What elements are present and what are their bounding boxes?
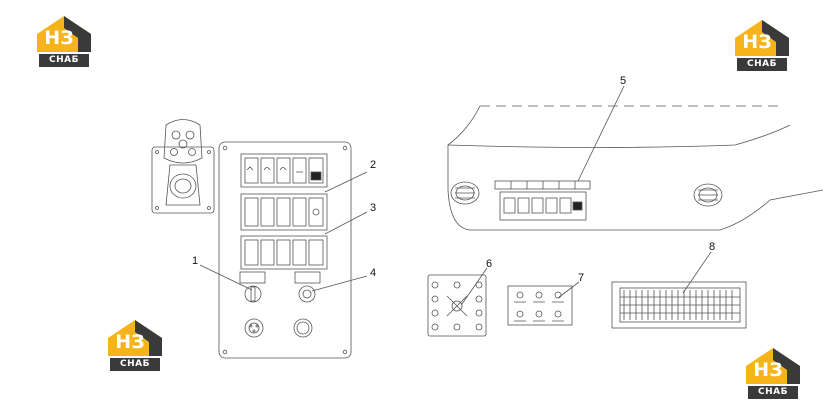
- logo-word: СНАБ: [747, 59, 777, 69]
- callout-5: 5: [620, 75, 626, 87]
- leader-line-2: [324, 171, 368, 193]
- logo-letters: НЗ: [742, 31, 772, 53]
- logo-top-left: НЗ СНАБ: [33, 14, 95, 72]
- logo-word: СНАБ: [120, 359, 150, 369]
- leader-line-3: [324, 211, 368, 235]
- callout-7: 7: [578, 272, 584, 284]
- joystick: [151, 119, 215, 214]
- leader-line-7: [557, 281, 580, 299]
- callout-4: 4: [370, 267, 376, 279]
- logo-word: СНАБ: [758, 387, 788, 397]
- leader-line-4: [311, 275, 368, 292]
- logo-letters: НЗ: [44, 27, 74, 49]
- dashboard: [447, 105, 823, 231]
- callout-3: 3: [370, 202, 376, 214]
- leader-line-1: [199, 264, 253, 291]
- logo-top-right: НЗ СНАБ: [731, 18, 793, 76]
- house-logo-icon: [735, 20, 789, 71]
- logo-bottom-left: НЗ СНАБ: [104, 318, 166, 376]
- house-logo-icon: [37, 16, 91, 67]
- callout-2: 2: [370, 159, 376, 171]
- leader-line-6: [461, 267, 488, 305]
- grille: [611, 281, 747, 329]
- callout-6: 6: [486, 258, 492, 270]
- house-logo-icon: [108, 320, 162, 371]
- logo-letters: НЗ: [115, 331, 145, 353]
- leader-line-8: [682, 251, 712, 294]
- house-logo-icon: [746, 348, 800, 399]
- leader-line-5: [577, 85, 625, 182]
- callout-8: 8: [709, 241, 715, 253]
- control-panel: [218, 141, 352, 359]
- logo-letters: НЗ: [753, 359, 783, 381]
- logo-word: СНАБ: [49, 55, 79, 65]
- callout-1: 1: [192, 255, 198, 267]
- logo-bottom-right: НЗ СНАБ: [742, 346, 804, 404]
- label-plate: [507, 285, 573, 326]
- symbol-plate: [427, 274, 487, 337]
